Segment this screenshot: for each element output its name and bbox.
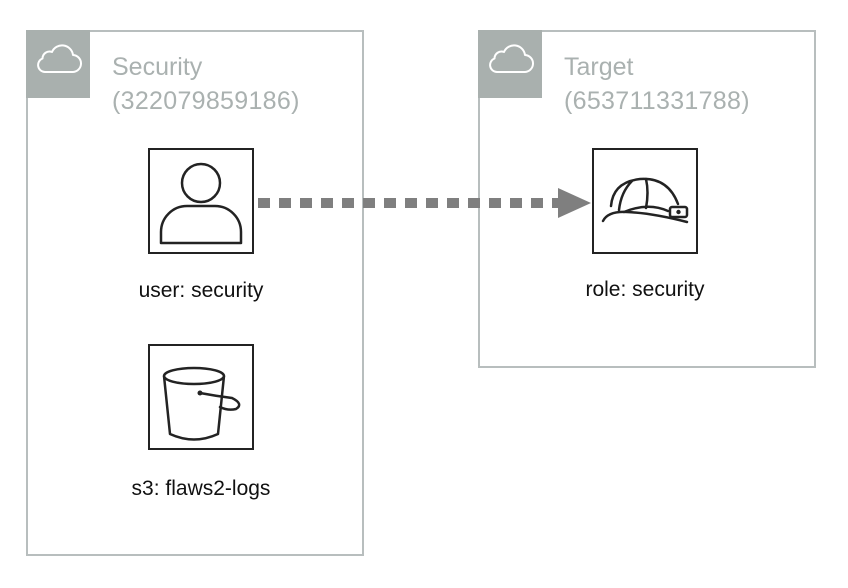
bucket-label: s3: flaws2-logs [131, 477, 271, 500]
cloud-icon [489, 44, 534, 73]
target-account-id: (653711331788) [564, 87, 750, 115]
arrow-head [558, 188, 591, 218]
role-label: role: security [585, 278, 705, 301]
user-label: user: security [138, 279, 264, 302]
target-account-tab [478, 30, 542, 98]
assume-role-arrow [258, 188, 591, 218]
user-icon [159, 162, 243, 245]
security-account-tab [26, 30, 90, 98]
security-account-group: Security (322079859186) [26, 30, 364, 556]
cloud-icon [37, 44, 82, 73]
bucket-resource-box [148, 344, 254, 450]
role-resource-box [592, 148, 698, 254]
target-account-name: Target [564, 53, 634, 81]
hardhat-icon [601, 177, 689, 224]
security-account-name: Security [112, 53, 203, 81]
security-account-id: (322079859186) [112, 87, 300, 115]
user-resource-box [148, 148, 254, 254]
bucket-icon [162, 366, 241, 441]
